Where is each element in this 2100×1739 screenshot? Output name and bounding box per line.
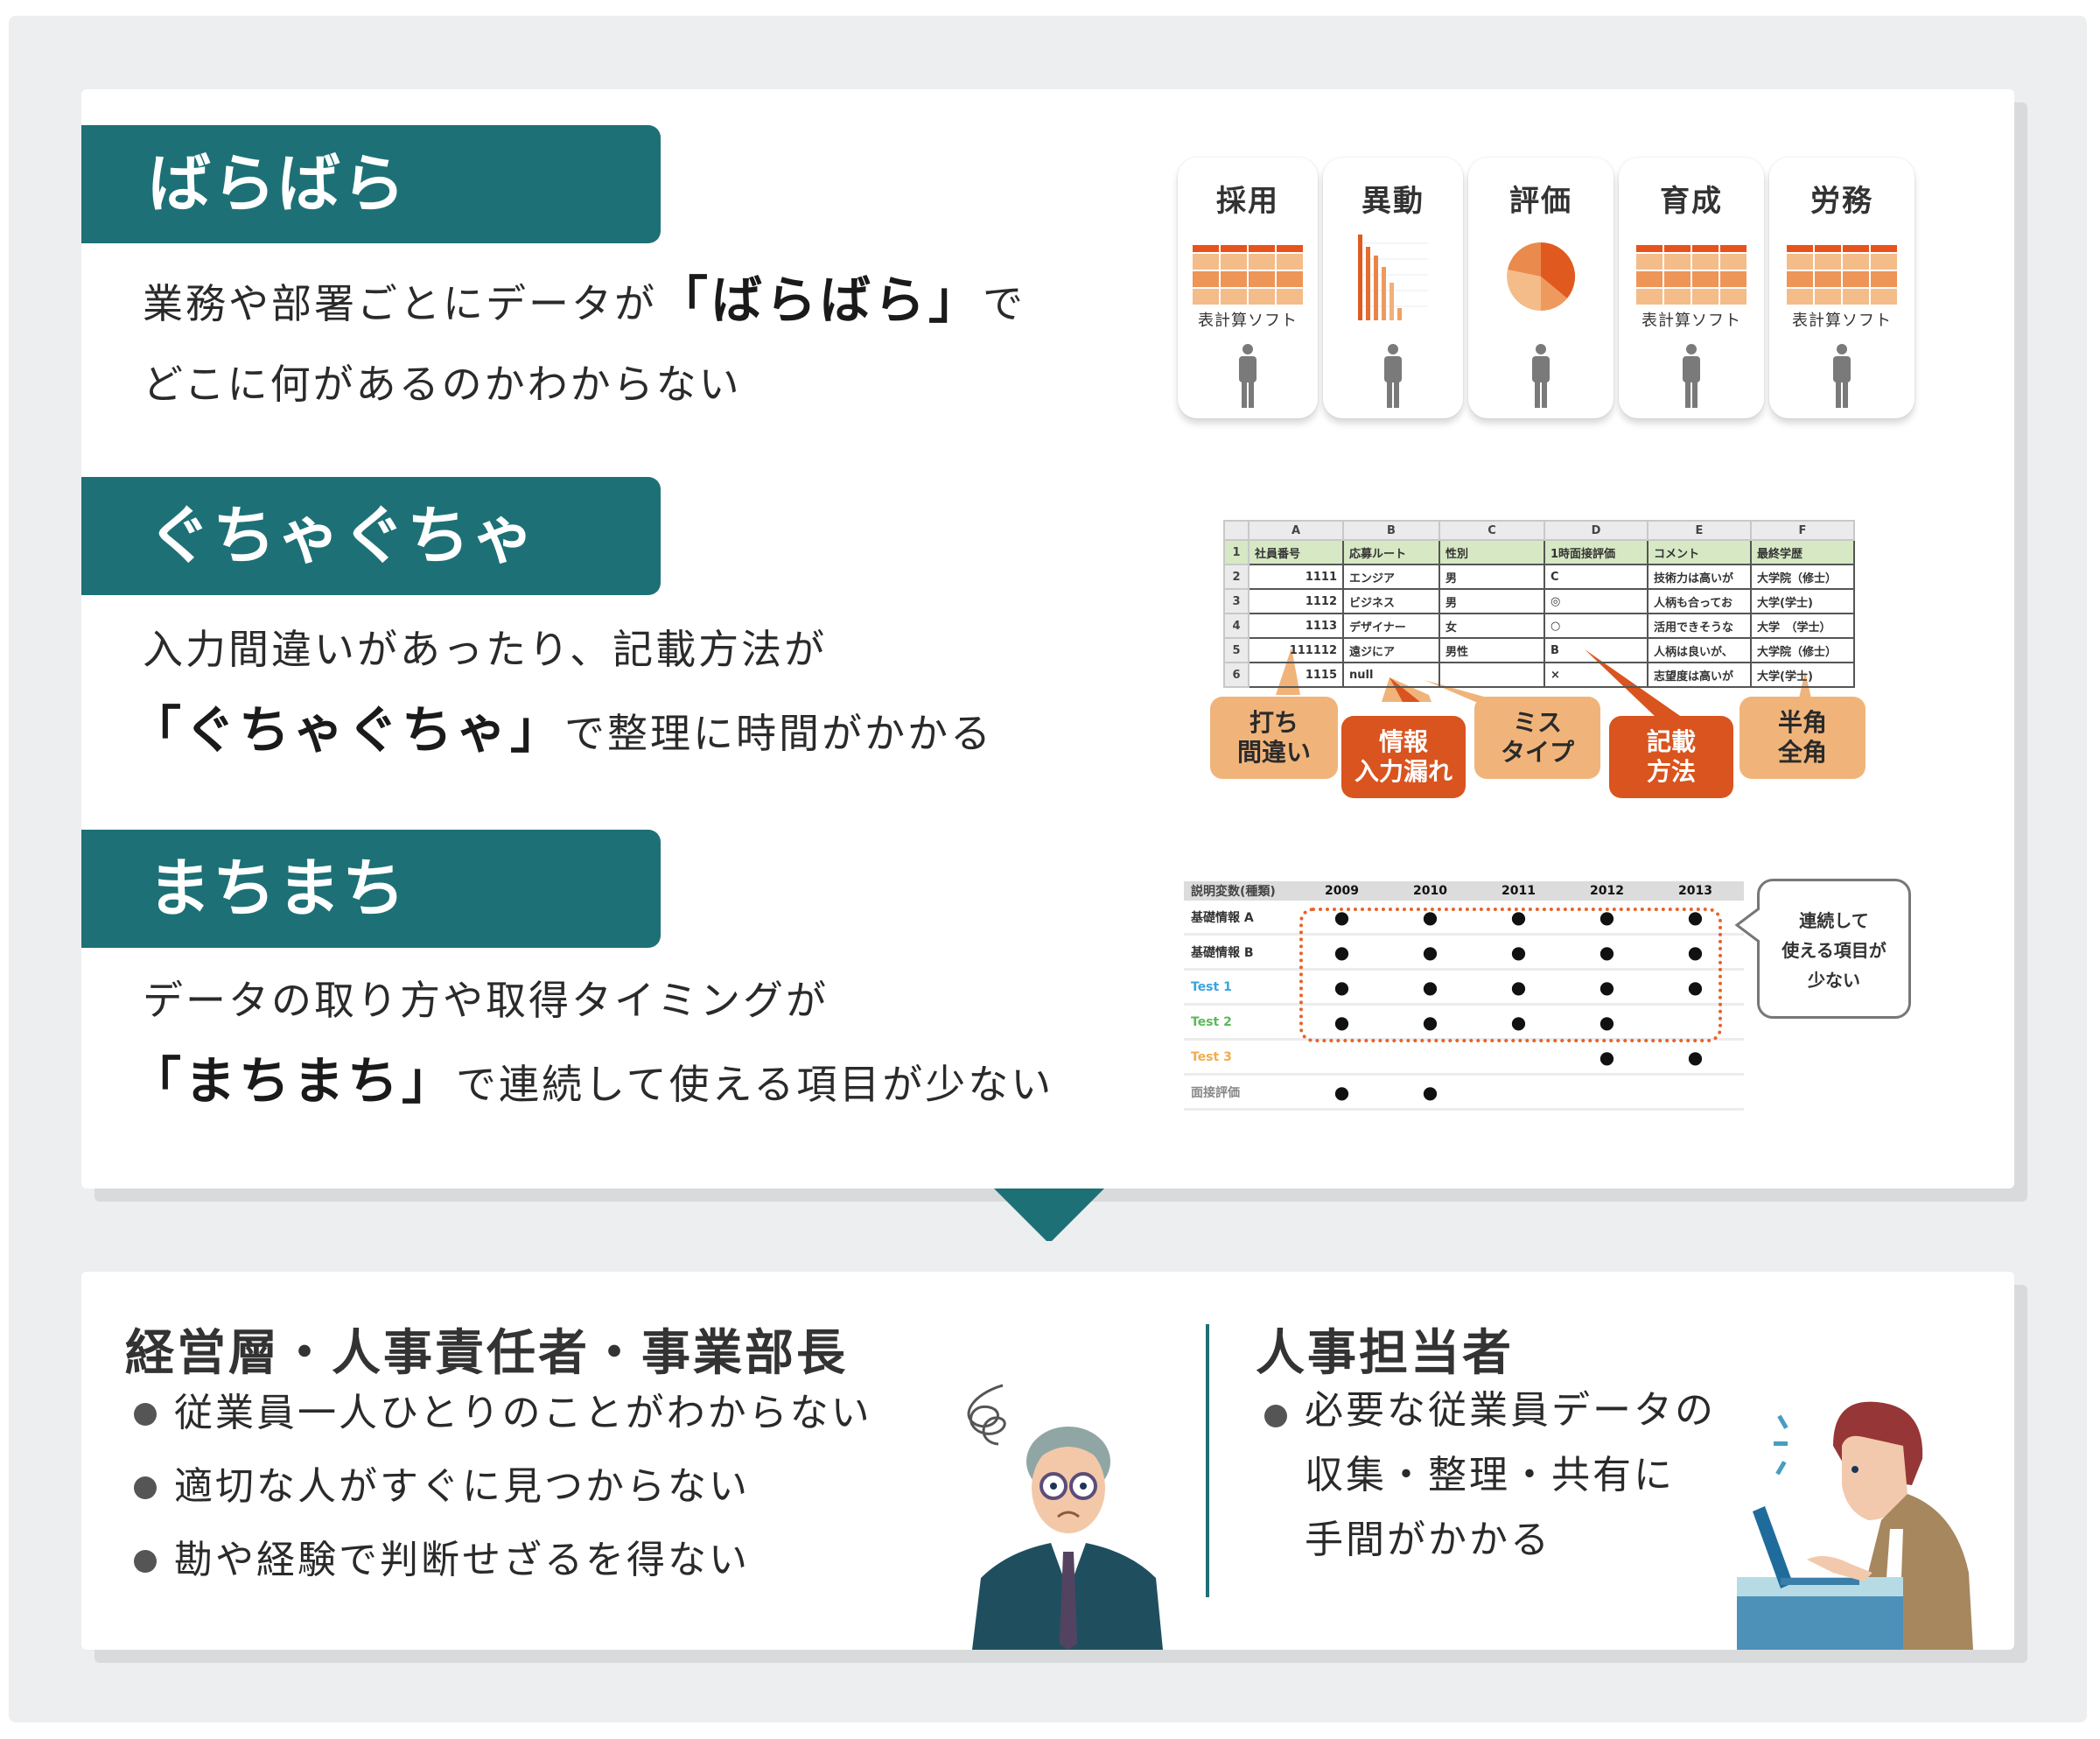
dept-caption: 表計算ソフト bbox=[1792, 312, 1892, 330]
dept-title: 採用 bbox=[1216, 184, 1279, 219]
callout-width: 半角全角 bbox=[1740, 697, 1866, 779]
spreadsheet-icon bbox=[1787, 245, 1897, 305]
description-line-2: 「ぐちゃぐちゃ」で整理に時間がかかる bbox=[130, 700, 994, 760]
bar-chart-icon bbox=[1358, 235, 1428, 320]
confusion-scribble-icon bbox=[967, 1384, 1006, 1446]
list-item: 適切な人がすぐに見つからない bbox=[125, 1450, 872, 1524]
column-header: C bbox=[1438, 520, 1545, 541]
header-cell: 性別 bbox=[1438, 539, 1545, 565]
executives-issues: 従業員一人ひとりのことがわからない 適切な人がすぐに見つからない 勘や経験で判断… bbox=[125, 1377, 872, 1597]
emphasis-barabara: 「ばらばら」 bbox=[657, 270, 984, 330]
list-item-continuation: 手間がかかる bbox=[1305, 1518, 1551, 1562]
speech-bubble-tail bbox=[1734, 903, 1763, 947]
person-icon bbox=[1833, 344, 1851, 408]
spreadsheet-icon bbox=[1193, 245, 1303, 305]
dept-card-recruiting: 採用 表計算ソフト bbox=[1178, 158, 1318, 418]
hr-staff-at-laptop-illustration bbox=[1737, 1401, 1973, 1650]
label-guchagucha: ぐちゃぐちゃ bbox=[81, 477, 661, 595]
dept-card-development: 育成 表計算ソフト bbox=[1619, 158, 1764, 418]
pie-chart-icon bbox=[1507, 242, 1576, 312]
column-header: A bbox=[1248, 520, 1344, 541]
description-line-1: 入力間違いがあったり、記載方法が bbox=[143, 626, 828, 673]
description-line-1: データの取り方や取得タイミングが bbox=[143, 977, 829, 1024]
dept-caption: 表計算ソフト bbox=[1642, 312, 1741, 330]
callout-notation: 記載方法 bbox=[1609, 716, 1733, 798]
availability-row: Test 1 ●●●●● bbox=[1184, 971, 1744, 1006]
down-arrow-icon bbox=[994, 1189, 1104, 1241]
table-header-row: 1 社員番号 応募ルート 性別 1時面接評価 コメント 最終学歴 bbox=[1223, 539, 1855, 565]
emphasis-guchagucha: 「ぐちゃぐちゃ」 bbox=[130, 700, 565, 760]
label-machimachi: まちまち bbox=[81, 830, 661, 948]
dept-title: 労務 bbox=[1810, 184, 1873, 219]
person-icon bbox=[1239, 344, 1256, 408]
year-header: 2013 bbox=[1678, 884, 1712, 898]
table-row: 3 1112 ビジネス 男 ◎ 人柄も合ってお 大学(学士) bbox=[1223, 588, 1855, 614]
column-header: B bbox=[1342, 520, 1440, 541]
label-barabara: ばらばら bbox=[81, 125, 661, 243]
dept-card-evaluation: 評価 bbox=[1468, 158, 1614, 418]
executives-title: 経営層・人事責任者・事業部長 bbox=[125, 1325, 848, 1382]
surprise-lines-icon bbox=[1774, 1414, 1788, 1476]
person-icon bbox=[1532, 344, 1550, 408]
dept-title: 育成 bbox=[1660, 184, 1723, 219]
table-row: 2 1111 エンジア 男 C 技術力は高いが 大学院（修士） bbox=[1223, 564, 1855, 590]
year-header: 2009 bbox=[1325, 884, 1359, 898]
hr-staff-title: 人事担当者 bbox=[1256, 1325, 1514, 1382]
year-header: 2012 bbox=[1590, 884, 1624, 898]
availability-row: Test 3 ●● bbox=[1184, 1041, 1744, 1076]
hr-staff-issues: 必要な従業員データの 収集・整理・共有に 手間がかかる bbox=[1256, 1378, 1716, 1573]
header-cell: 最終学歴 bbox=[1750, 539, 1855, 565]
description-line-2: 「まちまち」で連続して使える項目が少ない bbox=[130, 1051, 1054, 1111]
column-header-row: A B C D E F bbox=[1223, 520, 1855, 541]
column-header: E bbox=[1647, 520, 1752, 541]
dept-card-transfer: 異動 bbox=[1323, 158, 1463, 418]
availability-row: 面接評価 ●● bbox=[1184, 1076, 1744, 1111]
person-icon bbox=[1683, 344, 1700, 408]
confused-executive-illustration bbox=[967, 1384, 1163, 1650]
dept-card-labor: 労務 表計算ソフト bbox=[1769, 158, 1914, 418]
table-row: 6 1115 null × 志望度は高いが 大学(学士) bbox=[1223, 662, 1855, 688]
header-cell: 社員番号 bbox=[1248, 539, 1344, 565]
problems-panel: ばらばら 業務や部署ごとにデータが「ばらばら」で どこに何があるのかわからない … bbox=[81, 89, 2014, 1189]
availability-table: 説明変数(種類) 2009 2010 2011 2012 2013 基礎情報 A… bbox=[1184, 881, 1744, 1111]
header-cell: コメント bbox=[1647, 539, 1752, 565]
header-cell: 1時面接評価 bbox=[1544, 539, 1648, 565]
description-barabara: 業務や部署ごとにデータが「ばらばら」で どこに何があるのかわからない bbox=[143, 260, 1026, 424]
list-item: 勘や経験で判断せざるを得ない bbox=[125, 1524, 872, 1597]
emphasis-machimachi: 「まちまち」 bbox=[130, 1051, 457, 1111]
list-item: 従業員一人ひとりのことがわからない bbox=[125, 1377, 872, 1450]
department-cards: 採用 表計算ソフト 異動 評価 bbox=[1178, 158, 1914, 418]
description-machimachi: データの取り方や取得タイミングが 「まちまち」で連続して使える項目が少ない bbox=[130, 960, 1054, 1125]
column-divider bbox=[1206, 1324, 1209, 1597]
speech-bubble: 連続して 使える項目が 少ない bbox=[1757, 879, 1911, 1019]
dept-title: 異動 bbox=[1362, 184, 1424, 219]
list-item: 必要な従業員データの bbox=[1256, 1378, 1716, 1443]
callout-missing-input: 情報入力漏れ bbox=[1341, 716, 1466, 798]
stakeholders-panel: 経営層・人事責任者・事業部長 従業員一人ひとりのことがわからない 適切な人がすぐ… bbox=[81, 1272, 2014, 1650]
availability-row: 基礎情報 A ●●●●● bbox=[1184, 901, 1744, 936]
year-header: 2010 bbox=[1413, 884, 1447, 898]
table-row: 4 1113 デザイナー 女 ○ 活用できそうな 大学 （学士） bbox=[1223, 613, 1855, 639]
description-line-2: どこに何があるのかわからない bbox=[143, 361, 742, 408]
list-item-continuation: 収集・整理・共有に bbox=[1305, 1453, 1675, 1497]
availability-row: 基礎情報 B ●●●●● bbox=[1184, 936, 1744, 971]
table-row: 5 111112 遠ジにア 男性 B 人柄は良いが、 大学院（修士） bbox=[1223, 637, 1855, 663]
callout-typo: 打ち間違い bbox=[1210, 697, 1338, 779]
year-header: 2011 bbox=[1502, 884, 1536, 898]
continuous-items-highlight bbox=[1299, 908, 1722, 1042]
description-guchagucha: 入力間違いがあったり、記載方法が 「ぐちゃぐちゃ」で整理に時間がかかる bbox=[130, 609, 993, 774]
dept-caption: 表計算ソフト bbox=[1198, 312, 1298, 330]
dept-title: 評価 bbox=[1509, 184, 1572, 219]
callout-mistype: ミスタイプ bbox=[1474, 697, 1600, 779]
spreadsheet-table: A B C D E F 1 社員番号 応募ルート 性別 1時面接評価 コメント … bbox=[1223, 520, 1855, 688]
spreadsheet-icon bbox=[1636, 245, 1746, 305]
column-header: D bbox=[1544, 520, 1648, 541]
availability-header: 説明変数(種類) 2009 2010 2011 2012 2013 bbox=[1184, 881, 1744, 901]
description-line-1: 業務や部署ごとにデータが「ばらばら」で bbox=[143, 270, 1026, 330]
header-cell: 応募ルート bbox=[1342, 539, 1440, 565]
corner-cell bbox=[1223, 520, 1250, 541]
column-header: F bbox=[1750, 520, 1855, 541]
person-icon bbox=[1384, 344, 1402, 408]
